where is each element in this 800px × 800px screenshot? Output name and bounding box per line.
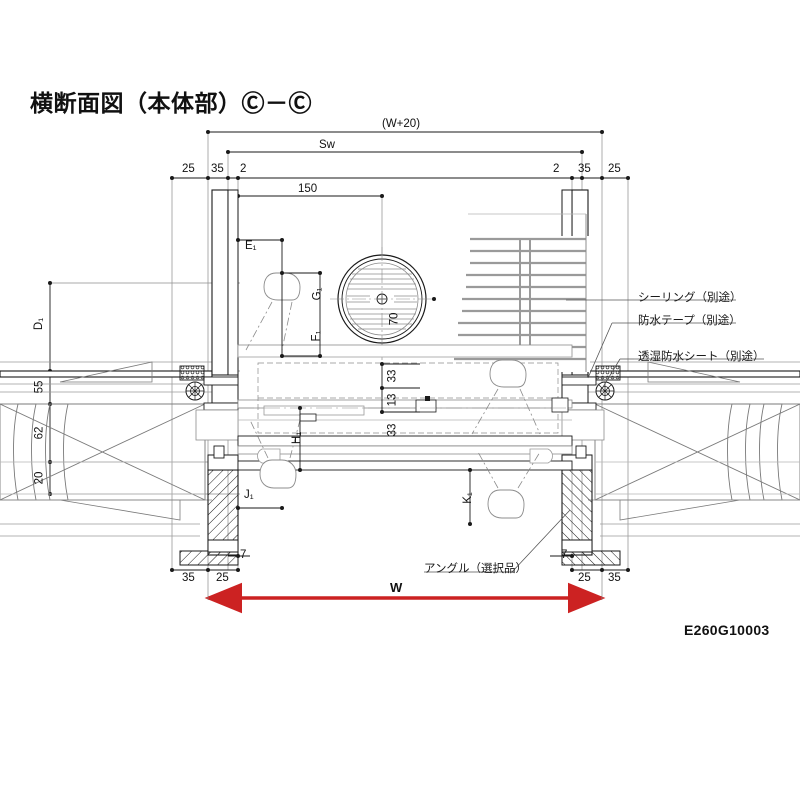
wall-left <box>0 361 213 537</box>
dim-top-left-25: 25 <box>182 163 195 175</box>
dim-sash-width: Sw <box>319 139 335 151</box>
vent-louver-grille <box>330 247 434 351</box>
dim-left-55: 55 <box>33 380 46 394</box>
dim-bottom-right-7: 7 <box>561 549 568 561</box>
drawing-number: E260G10003 <box>684 622 770 638</box>
hinge-arm-lower-left <box>259 459 297 489</box>
dim-top-right-2: 2 <box>553 163 560 175</box>
callout-waterproof-tape: 防水テープ（別途） <box>638 313 741 327</box>
inner-dimension-ticks <box>236 238 472 526</box>
dim-bottom-right-25: 25 <box>578 572 591 584</box>
dim-label-f1: F₁ <box>310 330 323 342</box>
hinge-arm-lower-right <box>487 489 525 519</box>
dim-bottom-left-35: 35 <box>182 572 195 584</box>
overall-width-arrow <box>204 572 606 614</box>
dim-vent-diameter: 70 <box>388 312 401 326</box>
dim-bottom-left-25: 25 <box>216 572 229 584</box>
dim-top-right-35: 35 <box>578 163 591 175</box>
bottom-dimension-ticks <box>170 554 630 572</box>
dim-top-left-2: 2 <box>240 163 247 175</box>
wall-right <box>587 361 800 537</box>
louver-slat-panel <box>454 213 590 372</box>
callout-angle: アングル（選択品） <box>424 561 528 575</box>
hinge-leader-lower-left <box>249 419 301 459</box>
dim-bottom-right-35: 35 <box>608 572 621 584</box>
top-dimension-chain <box>172 131 628 197</box>
dim-label-h1: H₁ <box>291 431 304 445</box>
callout-moisture-sheet: 透湿防水シート（別途） <box>638 349 765 363</box>
dim-top-left-35: 35 <box>211 163 224 175</box>
dim-label-e1: E₁ <box>245 240 257 252</box>
top-dimension-ticks <box>170 130 630 198</box>
dim-overall-bottom: W <box>390 580 403 595</box>
hinge-leader-upper-left <box>245 301 293 351</box>
dim-center-33-upper: 33 <box>386 369 399 383</box>
callout-leader-lines <box>424 299 764 573</box>
dim-left-d1: D₁ <box>33 317 46 331</box>
hinge-arm-upper-right <box>489 359 527 388</box>
dim-top-right-25: 25 <box>608 163 621 175</box>
page-title: 横断面図（本体部）Ⓒ－Ⓒ <box>30 91 312 117</box>
callout-sealing: シーリング（別途） <box>638 290 742 304</box>
dim-label-j1: J₁ <box>244 489 254 501</box>
dim-label-g1: G₁ <box>311 287 324 301</box>
frame-left-jamb <box>179 189 239 566</box>
dim-label-k1: K₁ <box>461 492 474 504</box>
hinge-leader-upper-right <box>471 388 541 435</box>
dim-overall-top: (W+20) <box>382 118 421 130</box>
hinge-leader-lower-right <box>477 451 541 489</box>
dim-center-33-lower: 33 <box>386 423 399 437</box>
dim-center-13: 13 <box>386 393 399 407</box>
dim-left-62: 62 <box>33 426 46 440</box>
dim-vent-offset: 150 <box>298 183 318 195</box>
dim-left-20: 20 <box>33 471 46 485</box>
dim-bottom-left-7: 7 <box>240 549 247 561</box>
